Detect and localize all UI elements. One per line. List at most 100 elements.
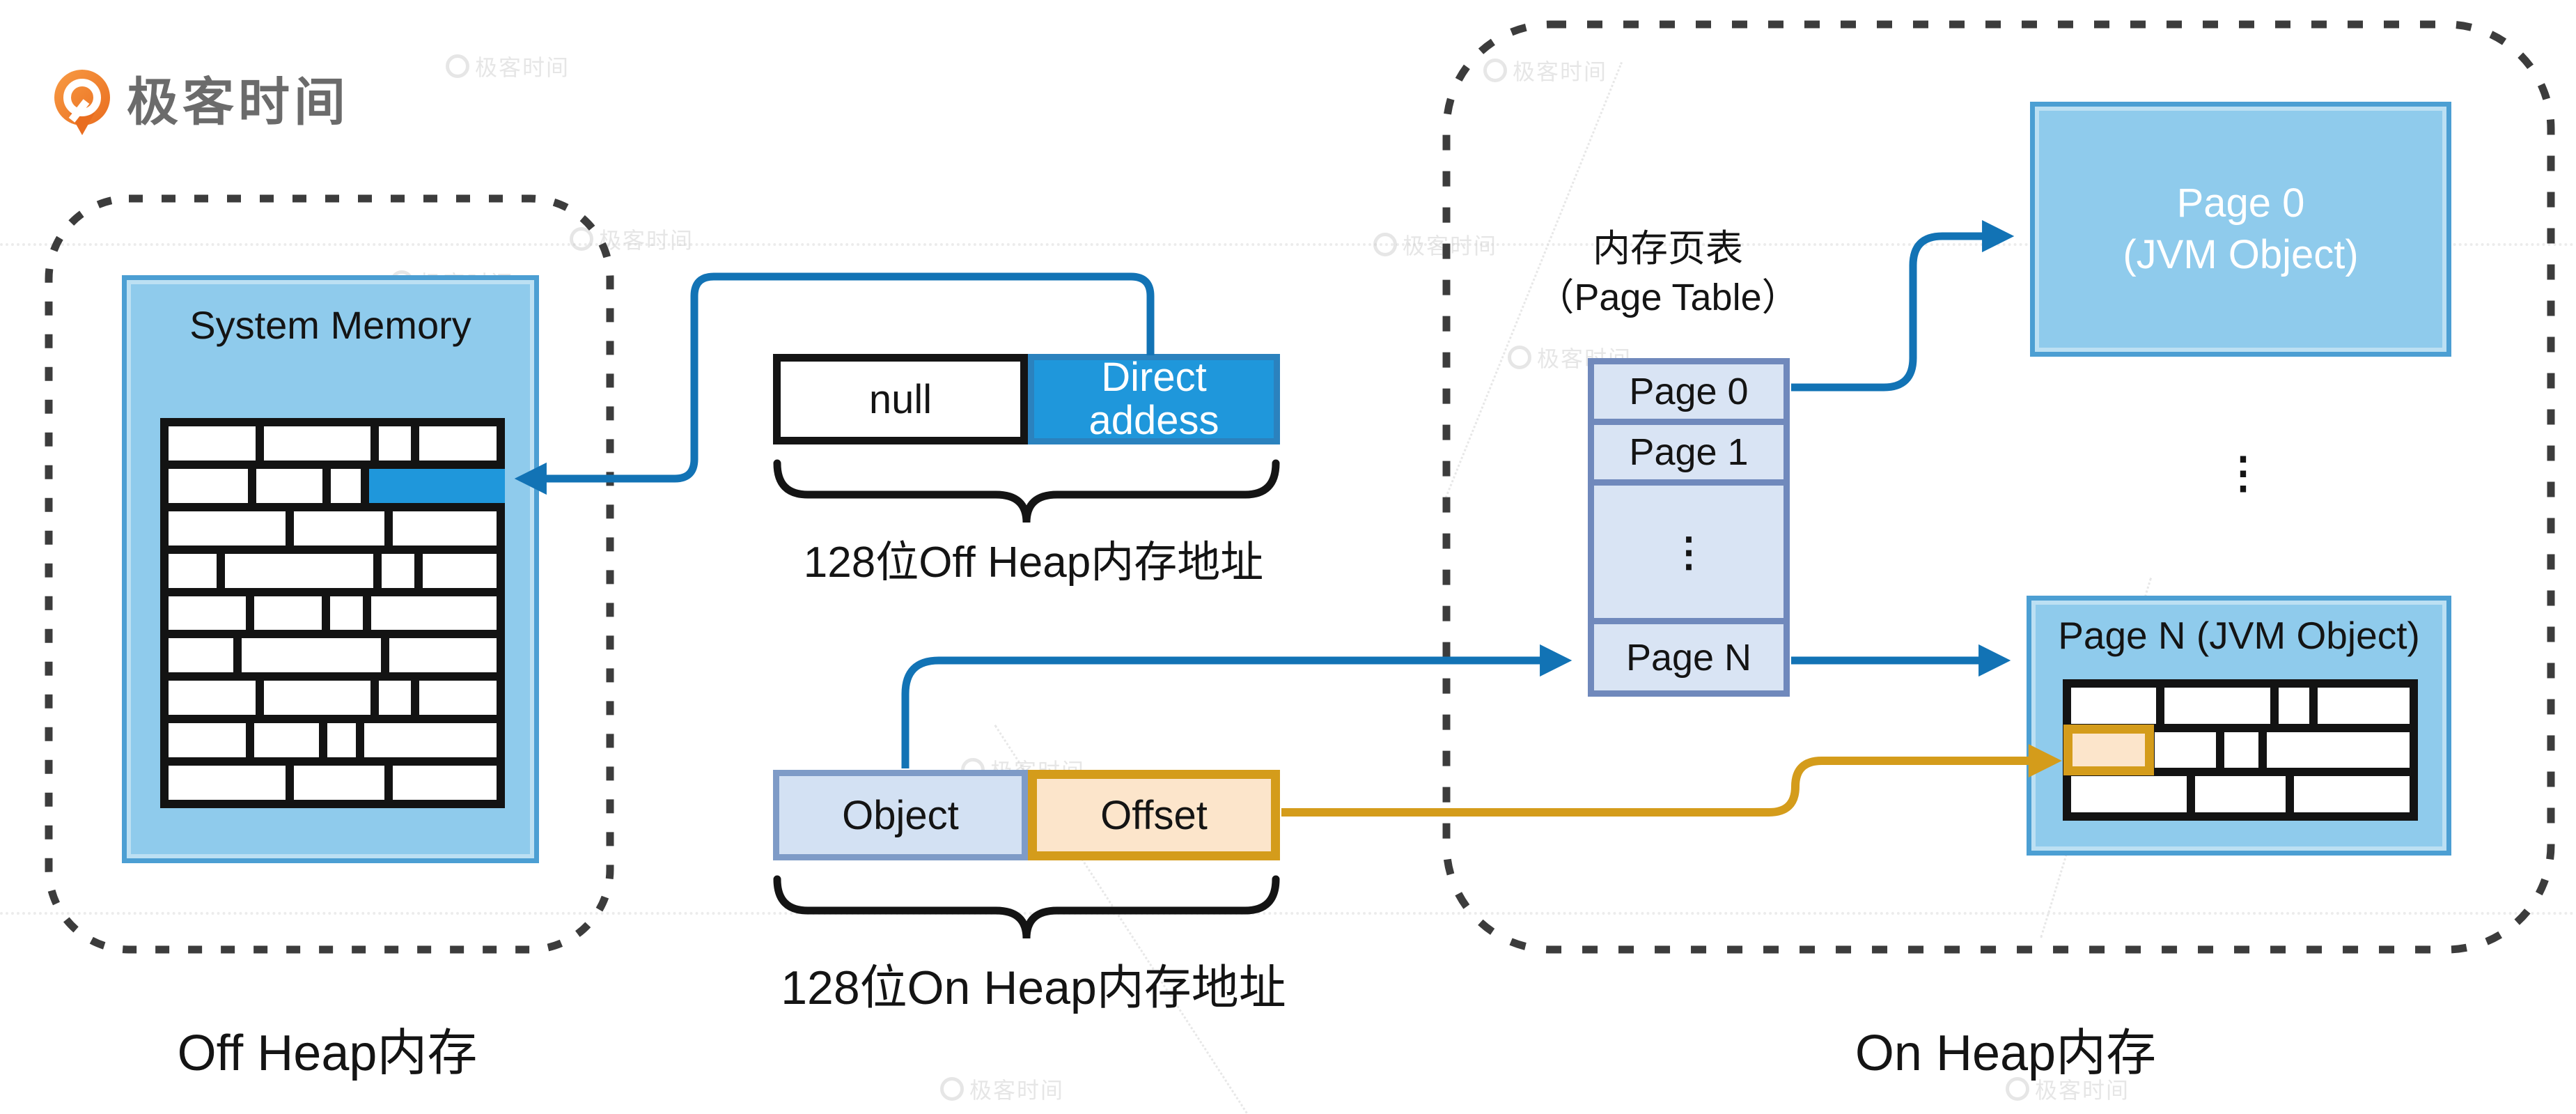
page0-box-line1: Page 0 (2176, 180, 2305, 226)
brick (422, 553, 497, 588)
watermark-text: 极客时间 (969, 1078, 1065, 1103)
pageN-bricks (2063, 679, 2418, 821)
brick (169, 426, 256, 461)
page-table-row-ellipsis: ⋮ (1594, 486, 1783, 624)
brick-row (169, 596, 497, 631)
brick (225, 553, 374, 588)
watermark-logo-icon (1483, 59, 1507, 82)
brick-row (169, 723, 497, 758)
brand-logo: 极客时间 (54, 57, 350, 138)
brick (2224, 732, 2258, 768)
watermark-logo-icon (940, 1077, 964, 1101)
watermark-logo-icon (2006, 1077, 2029, 1101)
brick (370, 596, 497, 631)
highlighted-brick (369, 468, 505, 503)
brick-row (169, 511, 497, 546)
offset-cell: Offset (1028, 770, 1280, 860)
brick (169, 723, 247, 758)
brick (169, 638, 234, 673)
page-table-title: 内存页表 （Page Table） (1504, 224, 1832, 322)
brick-row (169, 468, 505, 503)
brick (327, 723, 357, 758)
geektime-pin-icon (54, 70, 110, 135)
watermark: 极客时间 (2006, 1073, 2130, 1105)
brick (389, 638, 497, 673)
brick (364, 723, 497, 758)
brick (2266, 732, 2410, 768)
brick (2071, 688, 2157, 724)
null-cell: null (773, 354, 1028, 444)
off-heap-address-box: null Direct addess (773, 354, 1280, 444)
direct-address-cell: Direct addess (1028, 354, 1280, 444)
direct-address-line1: Direct (1101, 355, 1207, 400)
pageN-box-title: Page N (JVM Object) (2058, 614, 2420, 657)
page-table-row-pageN: Page N (1625, 636, 1752, 679)
page-table-title-cn: 内存页表 (1593, 228, 1743, 270)
brick (169, 766, 286, 800)
brick (169, 596, 247, 631)
brick (293, 766, 384, 800)
on-heap-address-box: Object Offset (773, 770, 1280, 860)
brick (169, 553, 217, 588)
page-table: Page 0 Page 1 ⋮ Page N (1588, 358, 1790, 697)
watermark-logo-icon (446, 54, 469, 78)
on-heap-address-caption: 128位On Heap内存地址 (781, 961, 1286, 1014)
brick-row (2071, 688, 2410, 724)
brick (169, 681, 256, 715)
brick (263, 681, 370, 715)
off-heap-dotted-border (45, 194, 614, 954)
brick (378, 426, 411, 461)
object-cell: Object (773, 770, 1028, 860)
page-table-title-en: （Page Table） (1536, 277, 1800, 318)
watermark-text: 极客时间 (2035, 1078, 2130, 1103)
watermark: 极客时间 (570, 223, 694, 255)
watermark: 极客时间 (1483, 54, 1607, 86)
watermark-logo-icon (1508, 346, 1531, 369)
page-table-row-page1: Page 1 (1594, 425, 1783, 486)
page0-jvm-object-box: Page 0 (JVM Object) (2030, 102, 2451, 357)
system-memory-title: System Memory (189, 303, 471, 347)
watermark-text: 极客时间 (475, 55, 570, 80)
brick (393, 511, 497, 546)
brick-row (169, 426, 497, 461)
brick (169, 511, 286, 546)
highlighted-brick (2063, 724, 2154, 776)
brick (242, 638, 382, 673)
brick (2294, 776, 2410, 813)
off-heap-label: Off Heap内存 (177, 1026, 478, 1081)
brick (2317, 688, 2410, 724)
direct-address-line2: addess (1088, 398, 1219, 443)
page0-box-line2: (JVM Object) (2123, 232, 2359, 277)
watermark-logo-icon (1373, 233, 1397, 256)
brick (293, 511, 384, 546)
off-heap-address-brace (773, 459, 1280, 523)
brick (378, 681, 411, 715)
watermark-dotted-line (0, 912, 2576, 915)
brick (2154, 732, 2216, 768)
brick (169, 468, 249, 503)
off-heap-container (44, 194, 615, 954)
on-heap-container (1442, 20, 2556, 954)
brick (419, 426, 497, 461)
watermark-text: 极客时间 (599, 228, 694, 253)
brick (256, 468, 323, 503)
brick (254, 723, 319, 758)
on-heap-label: On Heap内存 (1855, 1026, 2157, 1081)
page-table-row-page0: Page 0 (1594, 364, 1783, 425)
brick-row (169, 553, 497, 588)
watermark-dotted-line (0, 243, 2576, 246)
brand-logo-text: 极客时间 (127, 72, 350, 131)
brick-row (2063, 724, 2410, 776)
system-memory-bricks (160, 418, 505, 808)
brick (2164, 688, 2270, 724)
brick (254, 596, 322, 631)
brick (331, 468, 361, 503)
brick (330, 596, 363, 631)
brick-row (2071, 776, 2410, 813)
brick (382, 553, 414, 588)
brick (2194, 776, 2286, 813)
brick (393, 766, 497, 800)
off-heap-address-caption: 128位Off Heap内存地址 (803, 539, 1264, 587)
brick-row (169, 681, 497, 715)
